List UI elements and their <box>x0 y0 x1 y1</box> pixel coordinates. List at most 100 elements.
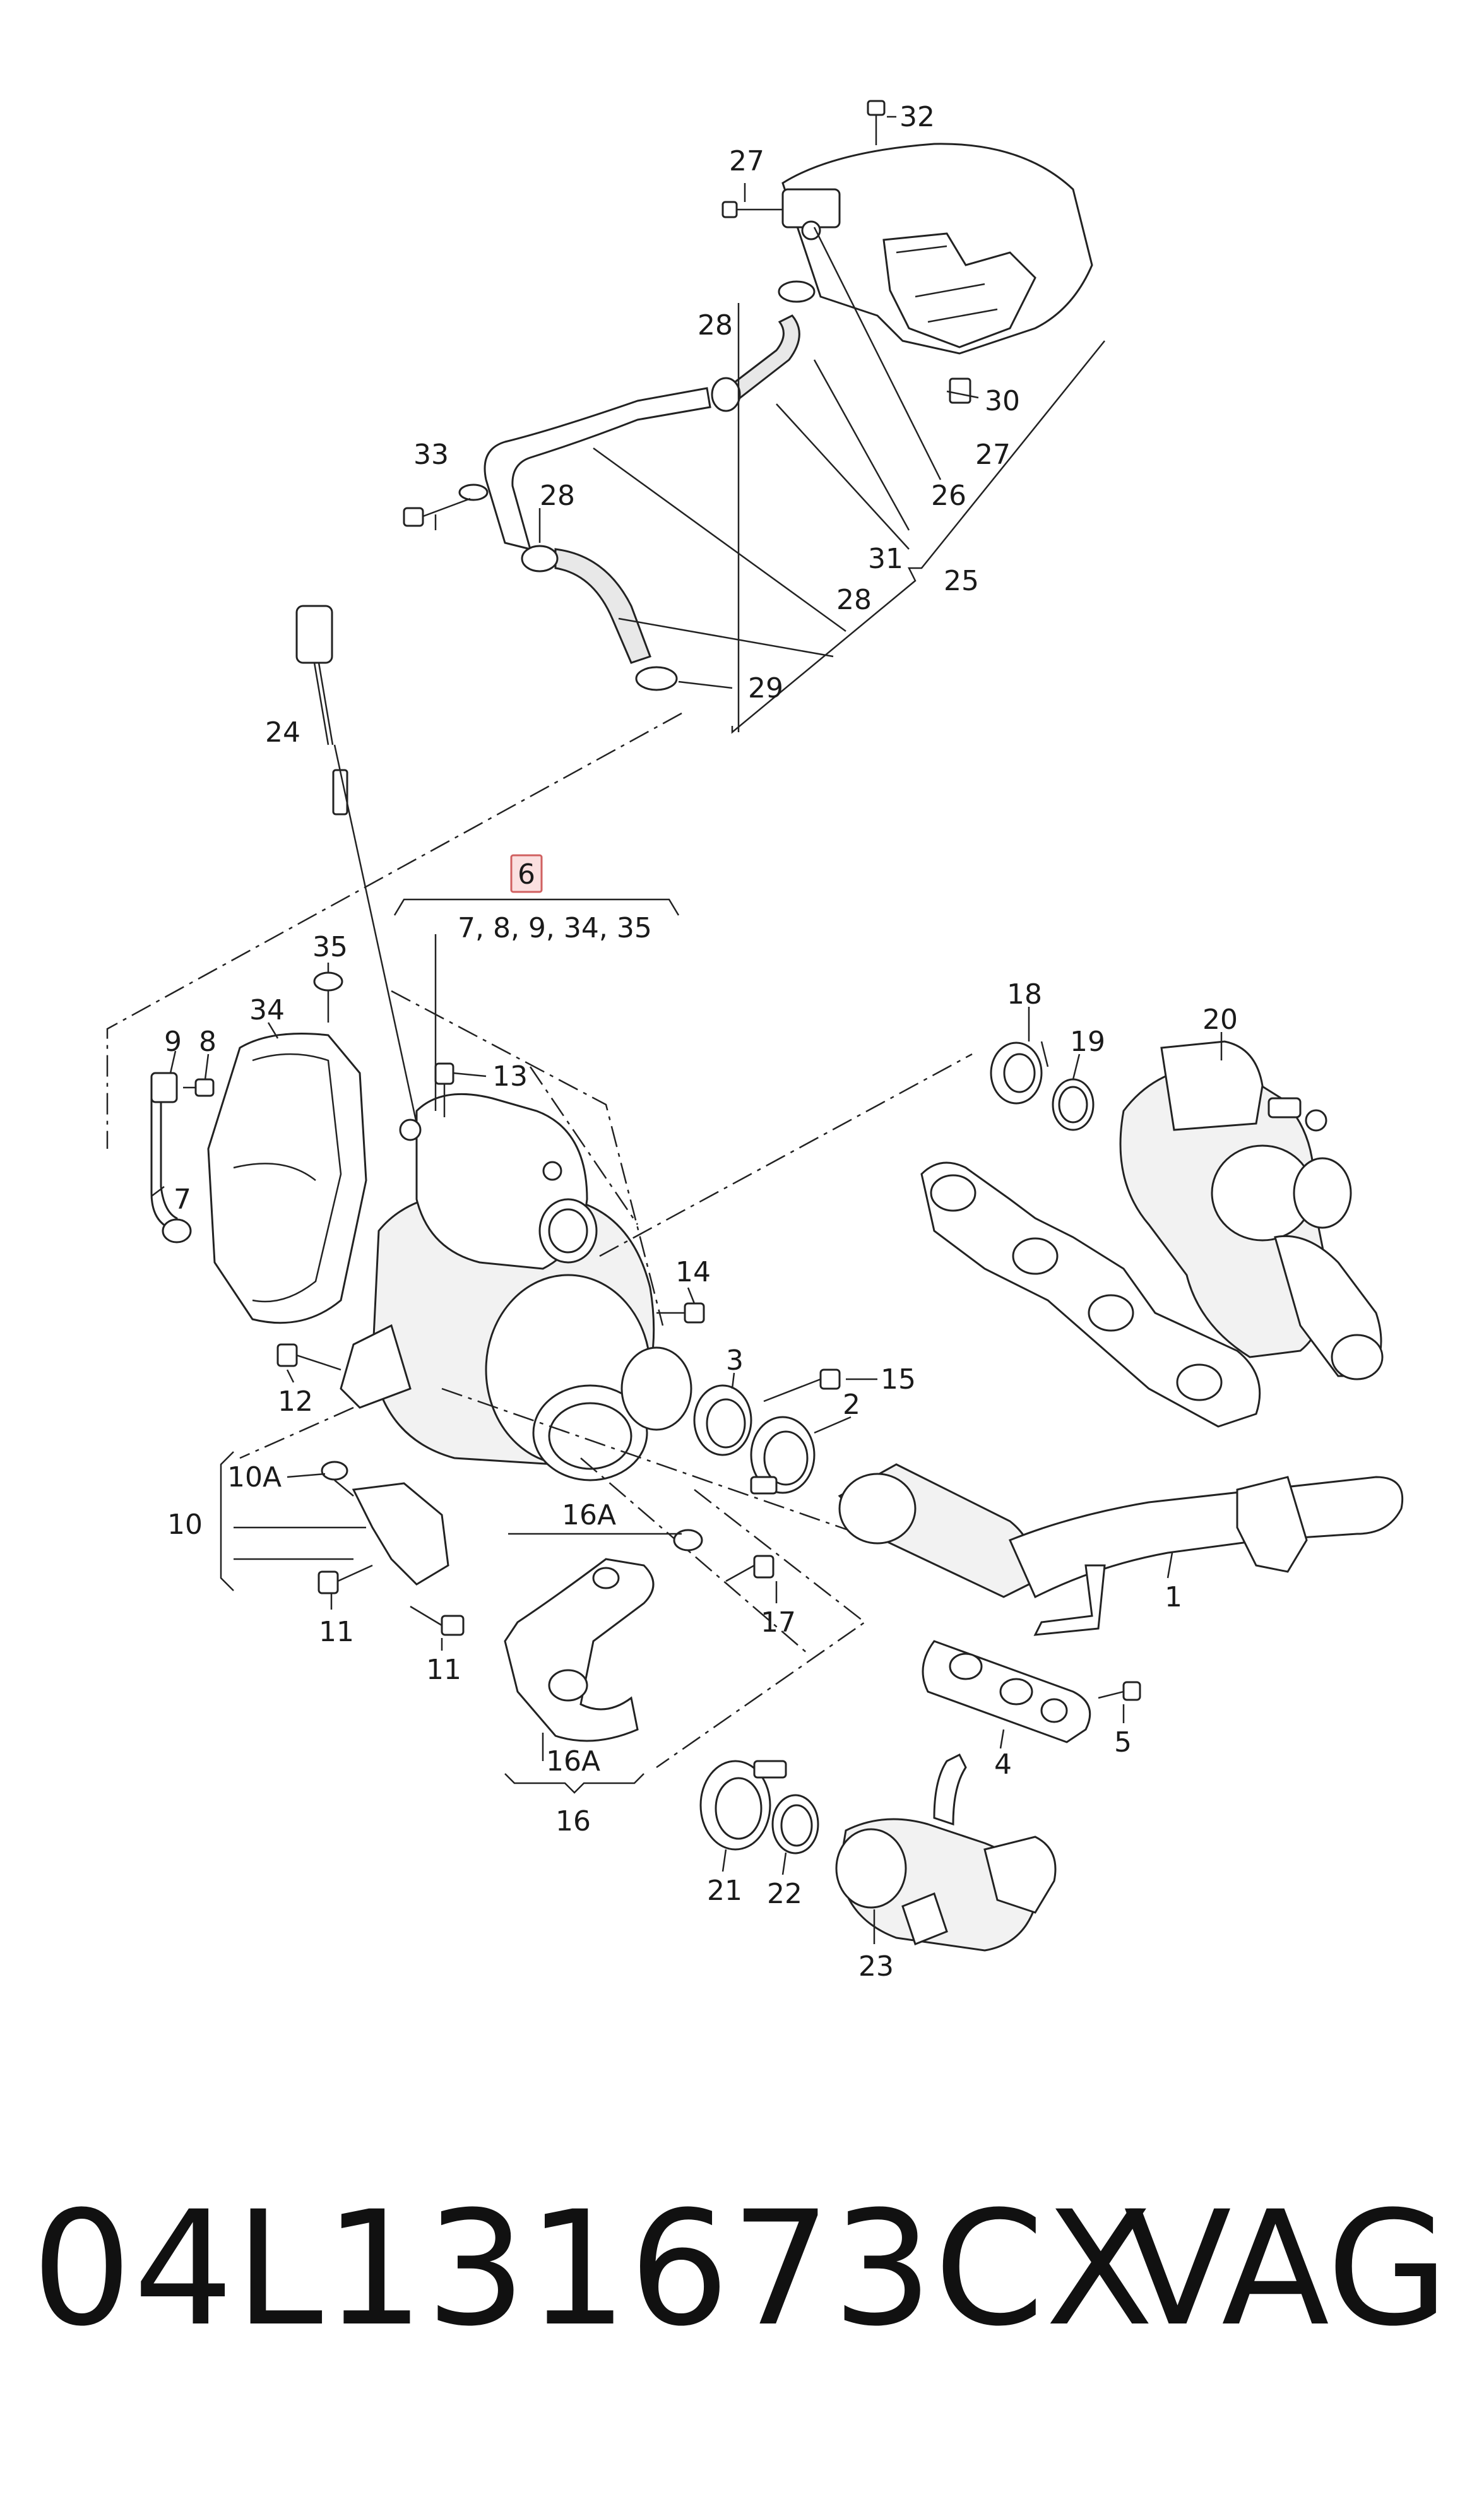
callout-28: 28 <box>697 309 733 341</box>
center-dashdot-lines <box>239 990 973 1769</box>
callout-6: 6 <box>518 858 535 891</box>
callout-29: 29 <box>748 672 783 704</box>
clamp-21 <box>699 1760 787 1851</box>
bolt-15 <box>763 1368 841 1403</box>
breather-pipe-31 <box>458 387 711 551</box>
right-leader-lines <box>1028 1007 1223 1080</box>
callout-14: 14 <box>675 1256 711 1288</box>
exhaust-pipe-1 <box>838 1463 1404 1636</box>
bracket-pipe-7 <box>150 1072 192 1243</box>
callout-5: 5 <box>1114 1726 1132 1759</box>
callout-4: 4 <box>994 1748 1012 1781</box>
seal-29 <box>635 666 678 691</box>
bolt-32 <box>867 100 886 145</box>
manifold-flange <box>920 1161 1261 1428</box>
callout-13: 13 <box>492 1060 528 1093</box>
exhaust-manifold-turbocharger <box>920 1040 1384 1428</box>
callout-11: 11 <box>426 1654 461 1686</box>
callout-19: 19 <box>1070 1026 1105 1058</box>
gasket-18 <box>990 1041 1049 1105</box>
pipe-bracket <box>458 484 489 501</box>
heat-shield-assembly <box>721 100 1093 404</box>
bolt-33 <box>403 497 471 527</box>
gasket-22 <box>771 1794 819 1854</box>
flex-pipe <box>1008 1476 1404 1599</box>
bracket-10 <box>321 1461 449 1586</box>
callout-31: 31 <box>868 543 903 575</box>
top-leader-lines <box>434 116 1105 734</box>
bolt-16A <box>673 1529 703 1552</box>
callout-32: 32 <box>899 101 935 133</box>
wastegate-actuator <box>1160 1040 1264 1131</box>
callout-7: 7 <box>174 1184 191 1216</box>
bolt-14 <box>656 1302 705 1324</box>
lower-right-leader-lines <box>731 1372 1173 1749</box>
bolt-11-left <box>318 1564 373 1594</box>
bracket-leader-lines <box>220 1451 778 1794</box>
callout-30: 30 <box>985 385 1020 417</box>
callout-9: 9 <box>164 1026 182 1058</box>
bolt-12 <box>276 1343 341 1371</box>
hose-clamp-28-lower <box>521 545 559 573</box>
callout-1: 1 <box>1165 1581 1182 1613</box>
callout-3: 3 <box>726 1344 744 1377</box>
bolt-11-right <box>410 1605 465 1636</box>
callout-16: 16 <box>555 1805 591 1837</box>
callout-21: 21 <box>707 1875 742 1907</box>
breather-hose-lower <box>521 545 678 691</box>
part-number: 04L131673CX <box>32 2177 1155 2361</box>
callout-10: 10 <box>167 1509 203 1541</box>
bolt-5 <box>1098 1681 1141 1701</box>
hose-clamp-28-upper <box>778 280 816 303</box>
callout-16A: 16A <box>562 1499 616 1531</box>
callout-27: 27 <box>729 145 764 177</box>
egr-leader-lines <box>721 1849 876 1944</box>
gasket-4 <box>922 1640 1091 1743</box>
callout-26: 26 <box>931 480 966 512</box>
bracket-plate <box>882 232 1036 348</box>
clip-9 <box>150 1072 178 1103</box>
bolt-17 <box>725 1555 775 1582</box>
callout-6-group: 7, 8, 9, 34, 35 <box>458 912 652 944</box>
bolt-27 <box>721 201 783 218</box>
callout-33: 33 <box>413 439 449 471</box>
clip-30 <box>949 377 971 404</box>
callout-18: 18 <box>1007 978 1042 1011</box>
bolt-8 <box>183 1078 215 1097</box>
bracket-16 <box>504 1529 703 1742</box>
callout-28: 28 <box>836 584 872 616</box>
gasket-3 <box>693 1384 752 1456</box>
clamp-2 <box>750 1416 816 1495</box>
egr-pipe-23 <box>835 1753 1057 1952</box>
pipe-bracket-1 <box>1236 1476 1308 1573</box>
breather-hose-upper <box>711 280 816 412</box>
mounting-foot <box>340 1324 412 1409</box>
callout-23: 23 <box>858 1950 894 1983</box>
temperature-sensor-24 <box>295 605 418 1124</box>
callout-28: 28 <box>540 480 575 512</box>
callout-15: 15 <box>881 1363 916 1396</box>
callout-16A: 16A <box>546 1745 600 1777</box>
hose-clamp-28-mid <box>711 377 741 412</box>
callout-8: 8 <box>199 1026 217 1058</box>
brand-label: VAG <box>1124 2177 1449 2361</box>
callout-12: 12 <box>278 1386 313 1418</box>
center-leader-lines <box>151 898 696 1383</box>
dashdot-top <box>106 712 682 1149</box>
callout-34: 34 <box>249 994 285 1026</box>
heat-shield-34 <box>207 1033 367 1324</box>
callout-2: 2 <box>843 1389 860 1421</box>
gasket-19 <box>1052 1078 1095 1131</box>
callout-labels: 32 27 28 30 27 26 33 28 31 28 25 29 24 6… <box>164 101 1238 1983</box>
callout-27: 27 <box>975 439 1011 471</box>
callout-17: 17 <box>761 1606 796 1639</box>
callout-25: 25 <box>944 565 979 597</box>
callout-24: 24 <box>265 716 300 749</box>
callout-20: 20 <box>1202 1004 1238 1036</box>
callout-10A: 10A <box>227 1461 282 1493</box>
callout-11: 11 <box>319 1616 354 1648</box>
callout-35: 35 <box>312 931 348 963</box>
catalytic-converter-6 <box>340 1093 692 1481</box>
bolt-10A <box>321 1461 348 1481</box>
